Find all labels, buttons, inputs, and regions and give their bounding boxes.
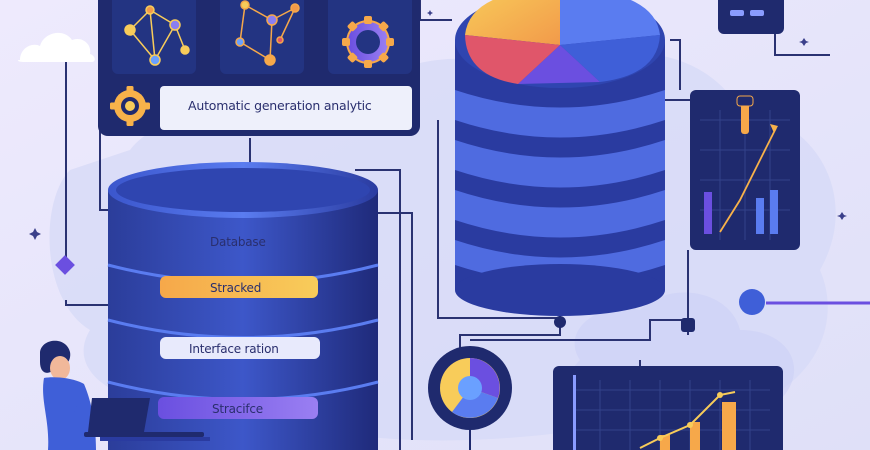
pie-chart-icon [465,0,660,84]
bar-chart-icon [660,435,670,450]
database-label: Database [210,235,266,249]
status-pill-violet [158,397,318,419]
laptop-icon [84,398,210,441]
interface-label: Interface ration [189,342,279,356]
cloud-icon [17,32,95,62]
bar-chart-panel [553,366,783,450]
network-graph-icon [124,5,190,66]
mini-widget [718,0,784,34]
line-chart-panel [690,90,800,250]
node-square [681,318,695,332]
gear-icon [110,86,150,126]
pill-orange-label: Stracked [210,281,262,295]
line-chart-icon [719,127,777,233]
analytics-caption: Automatic generation analytic [188,98,372,113]
status-pill-orange [160,276,318,298]
interface-strip [160,337,320,359]
diamond-node [55,255,75,275]
database-cylinder [107,162,379,450]
analytics-panel [98,0,420,136]
database-stack [455,0,665,328]
network-graph-icon [235,0,300,66]
gear-icon [342,16,394,68]
pill-purple-label: Stracifce [212,402,263,416]
decor-sparkles [29,10,847,240]
donut-chart-icon [428,346,512,450]
node-circle [739,289,765,315]
